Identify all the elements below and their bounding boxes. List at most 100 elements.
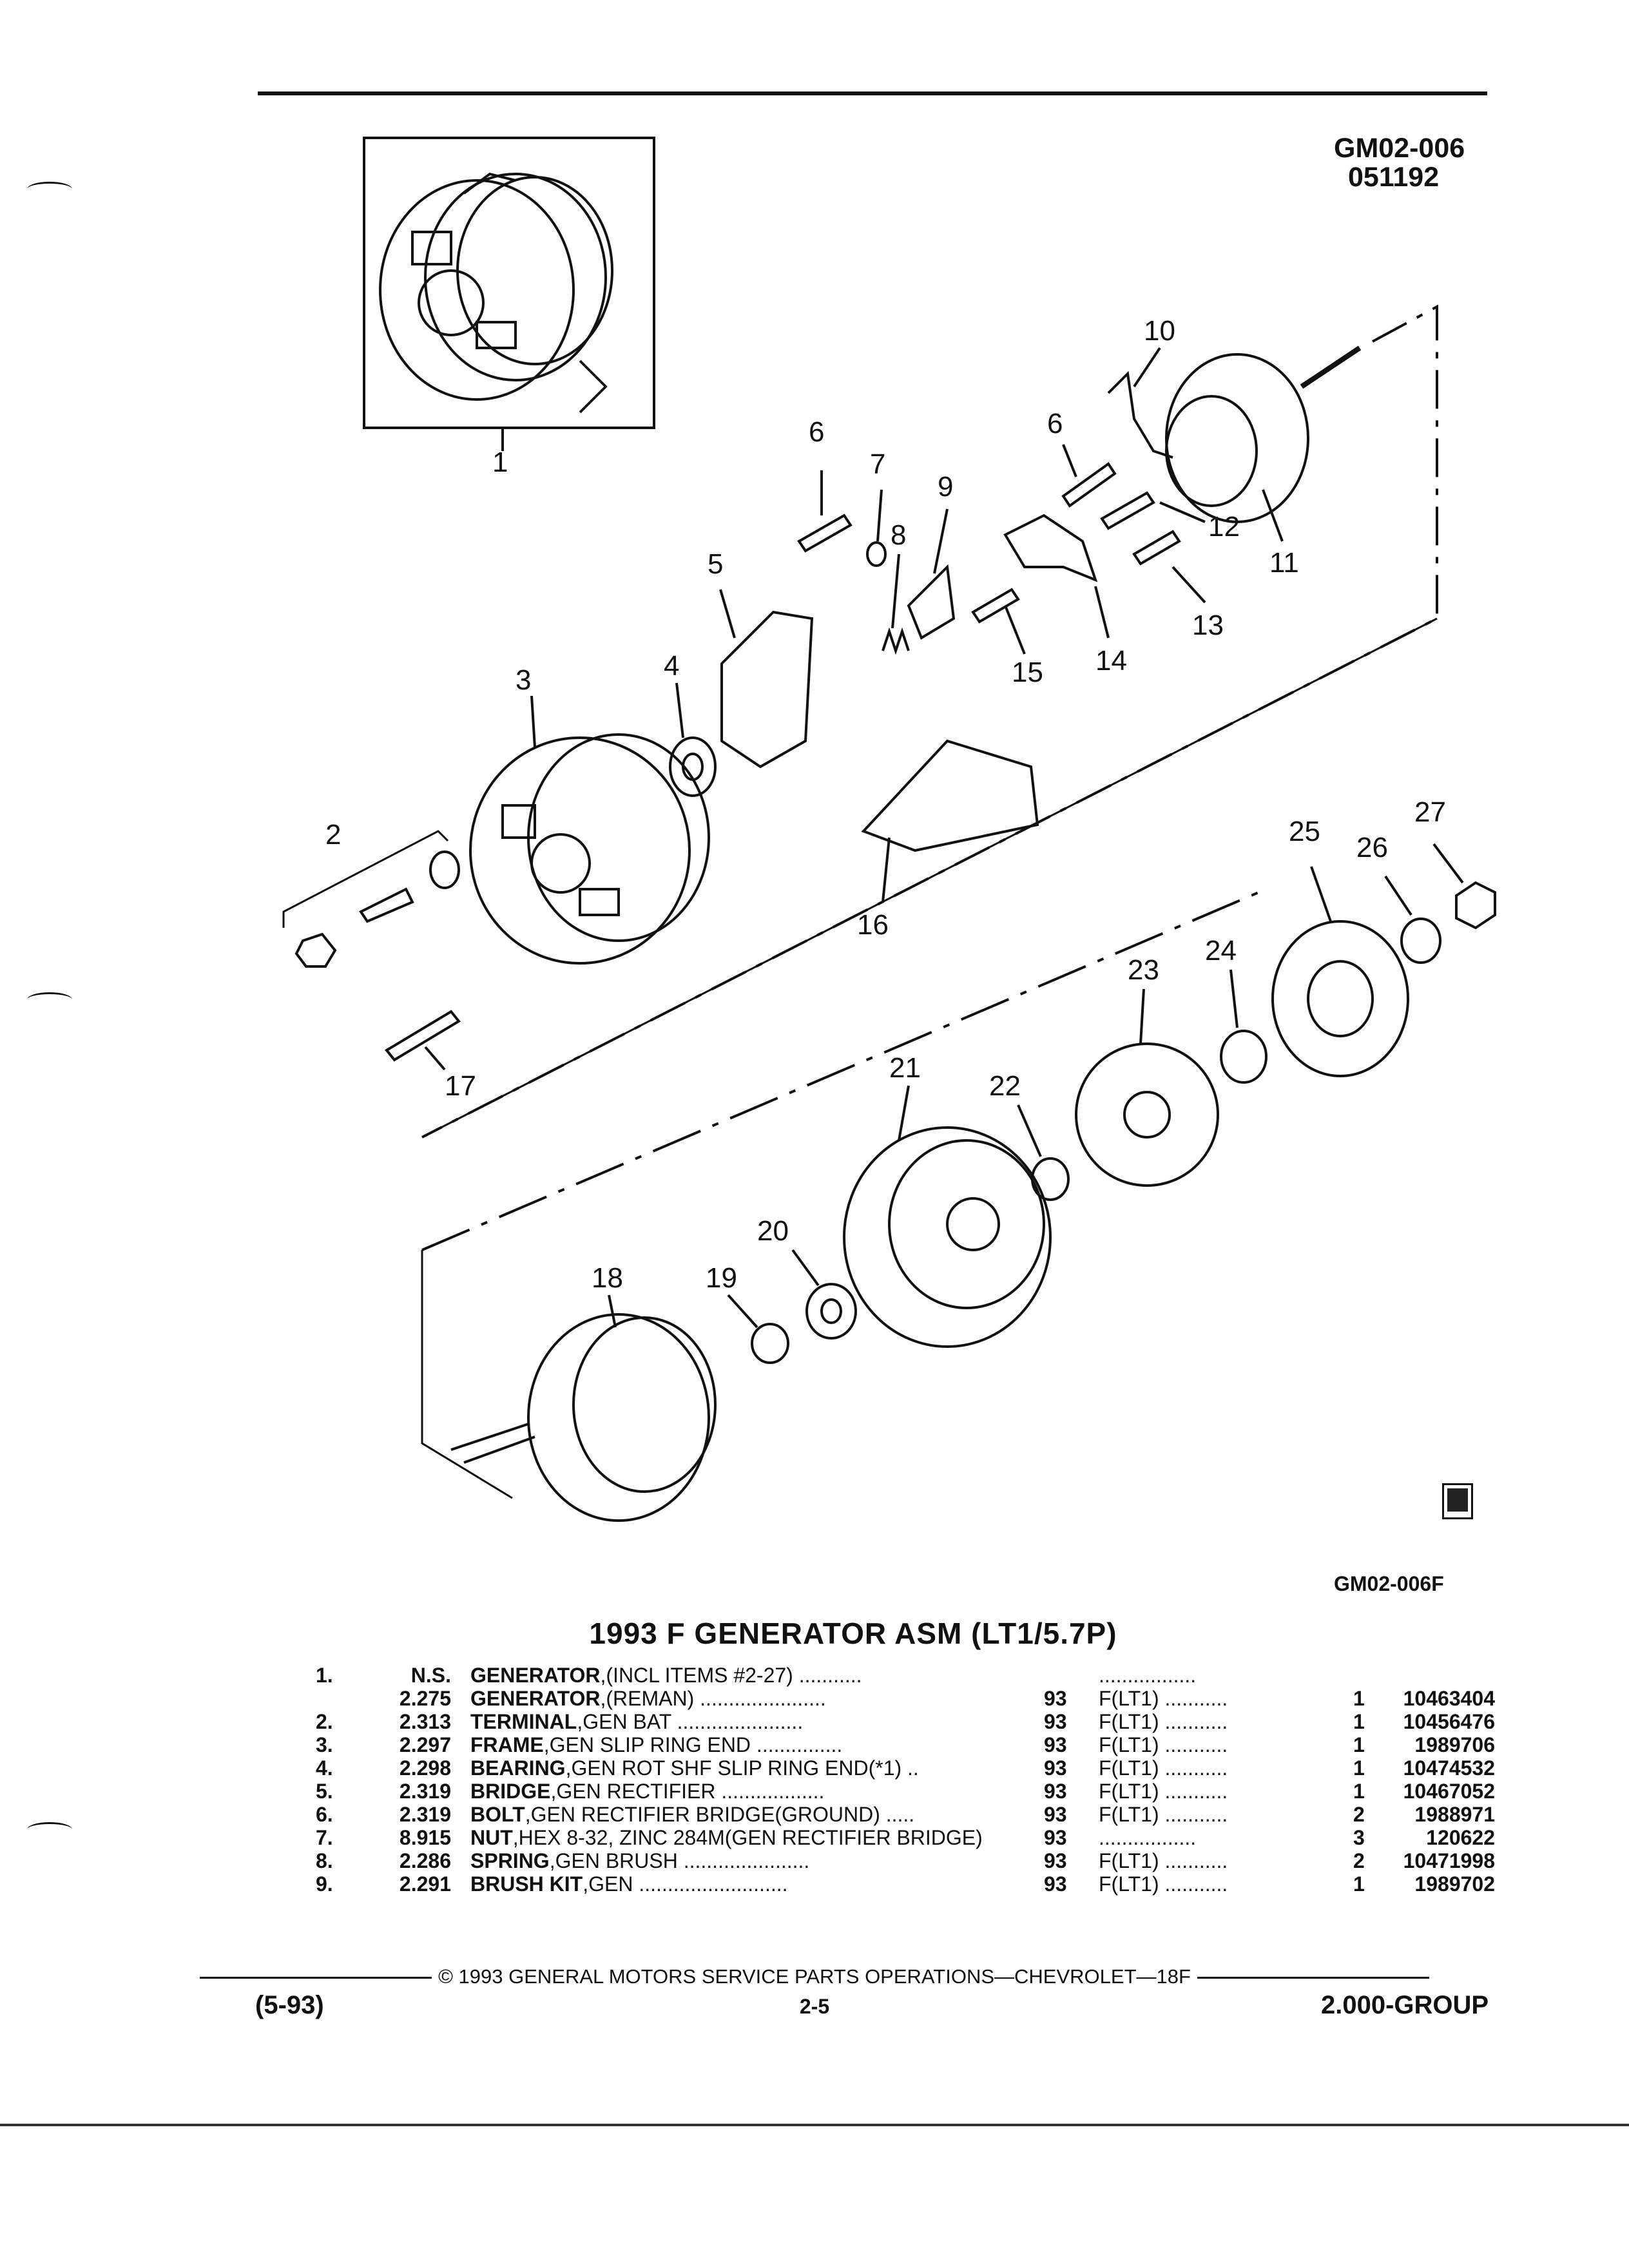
parts-section-code: N.S. bbox=[410, 1664, 451, 1687]
parts-description: BOLT,GEN RECTIFIER BRIDGE(GROUND) ..... bbox=[470, 1803, 1037, 1826]
parts-section-code: 2.275 bbox=[399, 1687, 451, 1710]
parts-row: 1.N.S..................GENERATOR,(INCL I… bbox=[284, 1664, 1508, 1687]
parts-quantity: 1 bbox=[1353, 1780, 1365, 1803]
parts-name: BOLT bbox=[470, 1803, 525, 1826]
parts-detail: ,GEN BAT ...................... bbox=[577, 1710, 804, 1733]
top-rule bbox=[258, 91, 1487, 95]
parts-quantity: 2 bbox=[1353, 1803, 1365, 1826]
parts-section-code: 2.286 bbox=[399, 1849, 451, 1872]
parts-name: SPRING bbox=[470, 1849, 550, 1872]
fan-illustration bbox=[1075, 1043, 1219, 1187]
callout-6: 6 bbox=[809, 416, 824, 448]
callout-5: 5 bbox=[708, 548, 723, 580]
parts-item-number: 9. bbox=[316, 1872, 333, 1896]
callout-11: 11 bbox=[1269, 547, 1299, 579]
parts-name: GENERATOR bbox=[470, 1687, 601, 1710]
callout-2: 2 bbox=[325, 819, 341, 850]
bearing-illustration bbox=[669, 736, 717, 797]
parts-item-number: 7. bbox=[316, 1826, 333, 1849]
nut-illustration bbox=[1455, 881, 1496, 930]
parts-section-code: 2.297 bbox=[399, 1733, 451, 1756]
parts-part-number: 1988971 bbox=[1414, 1803, 1495, 1826]
parts-name: BRIDGE bbox=[470, 1780, 551, 1803]
callout-25: 25 bbox=[1289, 816, 1320, 847]
bracket-illustration bbox=[1003, 514, 1098, 582]
callout-17: 17 bbox=[445, 1070, 476, 1102]
callout-12: 12 bbox=[1208, 511, 1240, 543]
parts-quantity: 1 bbox=[1353, 1756, 1365, 1780]
parts-item-number: 1. bbox=[316, 1664, 333, 1687]
rotor-illustration bbox=[1165, 345, 1362, 523]
parts-detail: ,GEN SLIP RING END ............... bbox=[543, 1733, 843, 1756]
callout-23: 23 bbox=[1128, 954, 1159, 986]
bearing-illustration bbox=[805, 1283, 857, 1340]
parts-model: F(LT1) ........... bbox=[1099, 1756, 1228, 1780]
parts-part-number: 10456476 bbox=[1403, 1710, 1495, 1733]
bolt-illustration bbox=[797, 514, 853, 553]
parts-row: 2.275 93 F(LT1) ........... 1 10463404 GENERA… bbox=[284, 1687, 1508, 1710]
parts-name: NUT bbox=[470, 1826, 513, 1849]
callout-16: 16 bbox=[857, 909, 889, 941]
parts-detail: ,GEN BRUSH ...................... bbox=[549, 1849, 810, 1872]
parts-detail: ,GEN ROT SHF SLIP RING END(*1) .. bbox=[565, 1756, 919, 1780]
parts-detail: ,HEX 8-32, ZINC 284M(GEN RECTIFIER BRIDG… bbox=[512, 1826, 983, 1849]
terminal-illustration bbox=[294, 850, 460, 968]
callout-19: 19 bbox=[706, 1262, 737, 1294]
nut-illustration bbox=[751, 1323, 789, 1364]
parts-year: 93 bbox=[1044, 1687, 1067, 1710]
parts-description: SPRING,GEN BRUSH ...................... bbox=[470, 1849, 1037, 1872]
parts-list: 1. N.S.................. GENERATOR,(INCL I… bbox=[284, 1664, 1508, 1896]
parts-description: BRIDGE,GEN RECTIFIER .................. bbox=[470, 1780, 1037, 1803]
reference-code-block: GM02-006 051192 bbox=[1334, 133, 1465, 192]
parts-section-code: 2.319 bbox=[399, 1780, 451, 1803]
parts-description: TERMINAL,GEN BAT ...................... bbox=[470, 1710, 1037, 1733]
parts-section-code: 2.298 bbox=[399, 1756, 451, 1780]
callout-10: 10 bbox=[1144, 315, 1175, 347]
parts-part-number: 120622 bbox=[1426, 1826, 1495, 1849]
parts-item-number: 4. bbox=[316, 1756, 333, 1780]
binder-mark bbox=[27, 182, 72, 197]
parts-quantity: 1 bbox=[1353, 1872, 1365, 1896]
parts-part-number: 1989706 bbox=[1414, 1733, 1495, 1756]
parts-model: ................. bbox=[1099, 1826, 1197, 1849]
callout-3: 3 bbox=[516, 664, 531, 696]
parts-year: 93 bbox=[1044, 1733, 1067, 1756]
copyright-line: © 1993 GENERAL MOTORS SERVICE PARTS OPER… bbox=[0, 1965, 1629, 1988]
parts-part-number: 10463404 bbox=[1403, 1687, 1495, 1710]
parts-model: F(LT1) ........... bbox=[1099, 1733, 1228, 1756]
parts-quantity: 3 bbox=[1353, 1826, 1365, 1849]
parts-detail: ,GEN RECTIFIER .................. bbox=[550, 1780, 825, 1803]
parts-quantity: 2 bbox=[1353, 1849, 1365, 1872]
parts-year: 93 bbox=[1044, 1872, 1067, 1896]
parts-quantity: 1 bbox=[1353, 1687, 1365, 1710]
callout-24: 24 bbox=[1205, 935, 1237, 966]
callout-27: 27 bbox=[1414, 796, 1446, 828]
parts-year: 93 bbox=[1044, 1710, 1067, 1733]
parts-description: GENERATOR,(INCL ITEMS #2-27) ........... bbox=[470, 1664, 1037, 1687]
brush-kit-illustration bbox=[907, 564, 956, 640]
parts-model: F(LT1) ........... bbox=[1099, 1687, 1228, 1710]
inset-box bbox=[363, 137, 655, 429]
exploded-view-diagram: 1 2 3 4 5 6 7 8 9 10 6 12 11 13 14 15 16… bbox=[282, 137, 1496, 1522]
gm-spo-logo bbox=[1442, 1483, 1473, 1519]
callout-4: 4 bbox=[664, 650, 679, 682]
parts-model: F(LT1) ........... bbox=[1099, 1803, 1228, 1826]
parts-name: BEARING bbox=[470, 1756, 566, 1780]
parts-detail: ,GEN RECTIFIER BRIDGE(GROUND) ..... bbox=[525, 1803, 915, 1826]
figure-code: GM02-006F bbox=[1334, 1572, 1444, 1595]
parts-detail: ,GEN .......................... bbox=[583, 1872, 788, 1896]
parts-part-number: 10467052 bbox=[1403, 1780, 1495, 1803]
binder-mark bbox=[27, 1822, 72, 1837]
callout-9: 9 bbox=[938, 471, 953, 503]
group-label: 2.000-GROUP bbox=[1321, 1991, 1489, 2019]
callout-14: 14 bbox=[1095, 645, 1127, 677]
parts-description: NUT,HEX 8-32, ZINC 284M(GEN RECTIFIER BR… bbox=[470, 1826, 1037, 1849]
parts-item-number: 8. bbox=[316, 1849, 333, 1872]
parts-description: GENERATOR,(REMAN) ...................... bbox=[470, 1687, 1037, 1710]
parts-year: 93 bbox=[1044, 1756, 1067, 1780]
parts-name: TERMINAL bbox=[470, 1710, 577, 1733]
parts-year: 93 bbox=[1044, 1803, 1067, 1826]
